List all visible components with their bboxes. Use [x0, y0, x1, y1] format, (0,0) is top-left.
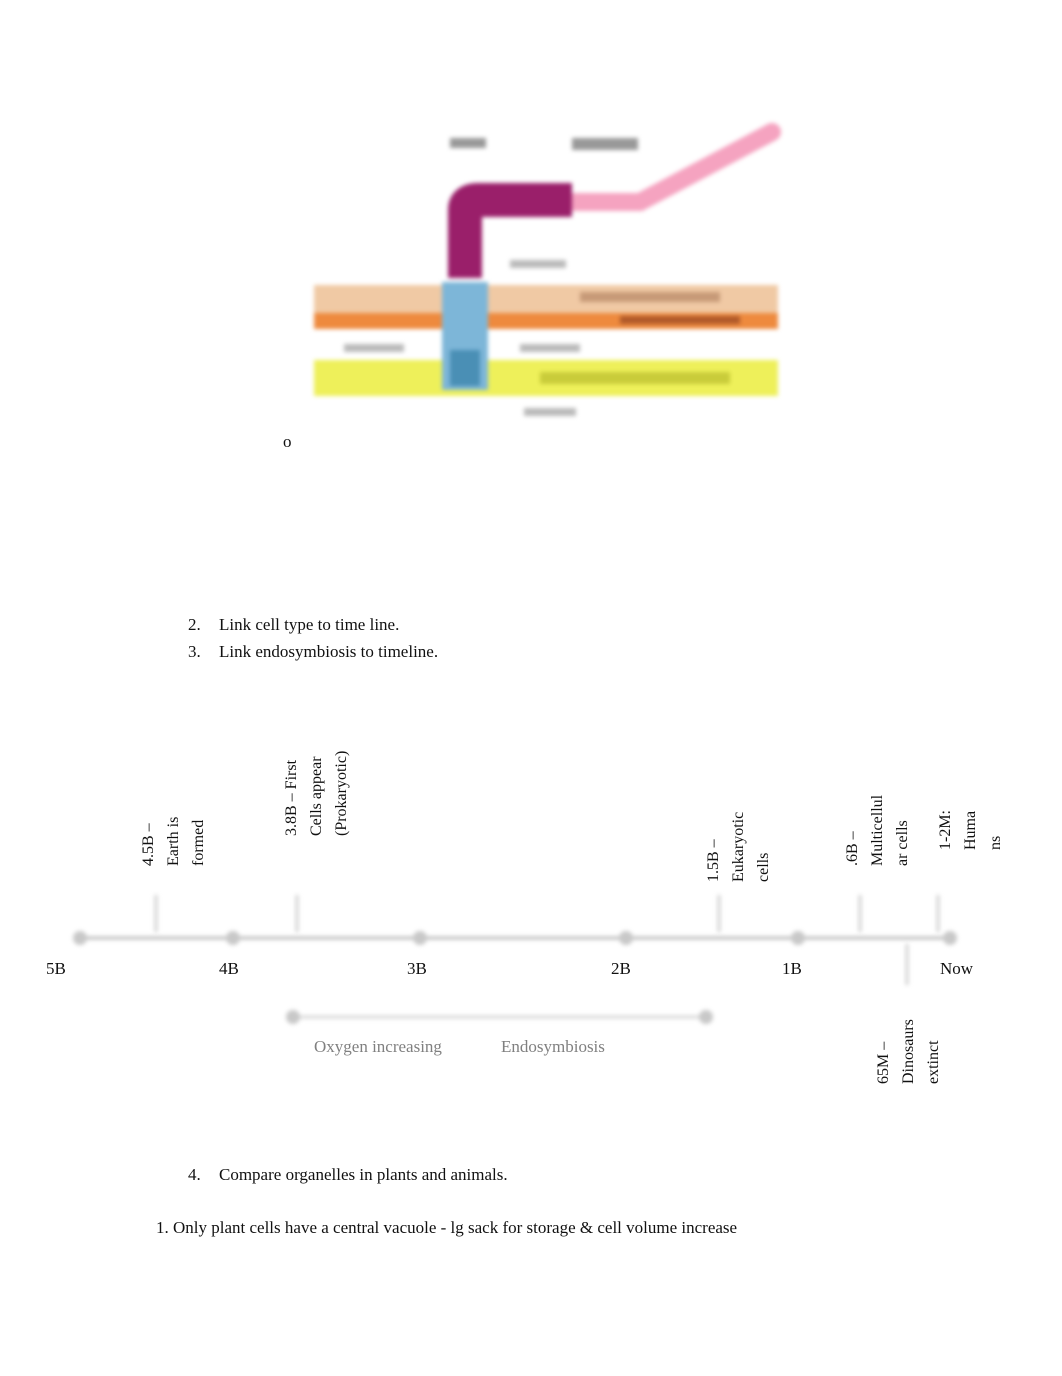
event-first-cells: 3.8B – First Cells appear (Prokaryotic) [279, 751, 354, 836]
event-multicellular-cells: .6B – Multicellul ar cells [840, 795, 915, 866]
timeline-axis [73, 895, 957, 1024]
event-line: (Prokaryotic) [333, 750, 350, 836]
tick-label: 3B [407, 959, 427, 978]
tick-label: 2B [611, 959, 631, 978]
event-earth-formed: 4.5B – Earth is formed [136, 817, 211, 866]
event-line: formed [190, 819, 207, 866]
event-line: Eukaryotic [730, 811, 747, 882]
period-label-oxygen: Oxygen increasing [314, 1037, 442, 1056]
event-line: ns [987, 835, 1004, 850]
event-line: .6B – [844, 831, 861, 866]
event-eukaryotic-cells: 1.5B – Eukaryotic cells [701, 812, 776, 882]
event-line: cells [755, 852, 772, 882]
event-dinosaurs-extinct: 65M – Dinosaurs extinct [871, 1019, 946, 1084]
event-line: 65M – [875, 1041, 892, 1084]
event-humans: 1-2M: Huma ns [933, 810, 1008, 850]
list-number: 3. [188, 642, 201, 661]
membrane-figure [300, 110, 790, 430]
tick-label: 4B [219, 959, 239, 978]
event-line: 4.5B – [140, 823, 157, 866]
answer-text: 1. Only plant cells have a central vacuo… [156, 1218, 738, 1237]
tick-label: 5B [46, 959, 66, 978]
tick-label: 1B [782, 959, 802, 978]
list-number: 2. [188, 615, 201, 634]
event-line: Multicellul [869, 794, 886, 866]
membrane-figure-image [314, 123, 781, 416]
list-text: Compare organelles in plants and animals… [219, 1165, 508, 1184]
event-line: 3.8B – First [283, 759, 300, 836]
list-text: Link endosymbiosis to timeline. [219, 642, 439, 661]
list-text: Link cell type to time line. [219, 615, 400, 634]
event-line: 1-2M: [937, 810, 954, 850]
event-line: ar cells [894, 820, 911, 866]
event-line: Cells appear [308, 756, 325, 836]
event-line: 1.5B – [705, 839, 722, 882]
period-label-endosymbiosis: Endosymbiosis [501, 1037, 605, 1056]
event-line: Dinosaurs [900, 1019, 917, 1084]
tick-label: Now [940, 959, 974, 978]
figure-bullet: o [283, 432, 292, 451]
list-number: 4. [188, 1165, 201, 1184]
event-line: Huma [962, 810, 979, 850]
event-line: extinct [925, 1040, 942, 1084]
event-line: Earth is [165, 816, 182, 866]
